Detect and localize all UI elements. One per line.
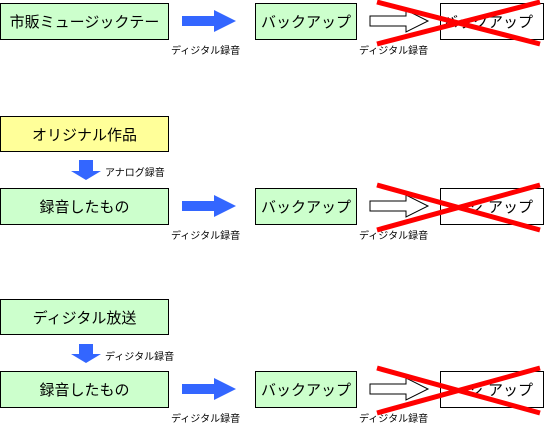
row3-recorded-label: 録音したもの [39, 381, 130, 399]
outline-right-arrow-icon [369, 194, 430, 218]
row3-digital-recording-label: ディジタル録音 [171, 414, 241, 425]
commercial-music-tape-label: 市販ミュージックテー [9, 13, 160, 31]
blue-right-arrow-icon [182, 195, 236, 217]
row1-digital-recording-label: ディジタル録音 [171, 46, 241, 57]
original-work-label: オリジナル作品 [31, 125, 137, 144]
row3-backup-label: バックアップ [260, 381, 351, 399]
outline-right-arrow-icon [369, 377, 430, 401]
row2-digital-recording-label: ディジタル録音 [171, 231, 241, 242]
blue-right-arrow-icon [182, 10, 236, 32]
blue-down-arrow-icon [71, 344, 101, 363]
outline-right-arrow-icon [369, 9, 430, 33]
row2-recorded-box: 録音したもの [0, 188, 169, 225]
row1-backup-box: バックアップ [255, 3, 357, 40]
digital-broadcast-label: ディジタル放送 [32, 308, 137, 327]
row2-backup-box: バックアップ [255, 188, 357, 225]
original-work-box: オリジナル作品 [0, 116, 169, 152]
row1-second-digital-recording-label: ディジタル録音 [359, 46, 429, 57]
row2-backup-label: バックアップ [260, 198, 351, 216]
digital-broadcast-box: ディジタル放送 [0, 299, 169, 335]
row2-recorded-label: 録音したもの [39, 198, 130, 216]
row3-backup-box: バックアップ [255, 371, 357, 408]
blue-down-arrow-icon [71, 160, 101, 180]
row2-second-digital-recording-label: ディジタル録音 [359, 231, 429, 242]
blue-right-arrow-icon [182, 378, 236, 400]
commercial-music-tape-box: 市販ミュージックテー [0, 3, 169, 40]
row3-broadcast-recording-label: ディジタル録音 [105, 352, 175, 363]
row3-recorded-box: 録音したもの [0, 371, 169, 408]
row2-analog-recording-label: アナログ録音 [105, 168, 165, 179]
row1-backup-label: バックアップ [260, 13, 351, 31]
row3-second-digital-recording-label: ディジタル録音 [359, 414, 429, 425]
